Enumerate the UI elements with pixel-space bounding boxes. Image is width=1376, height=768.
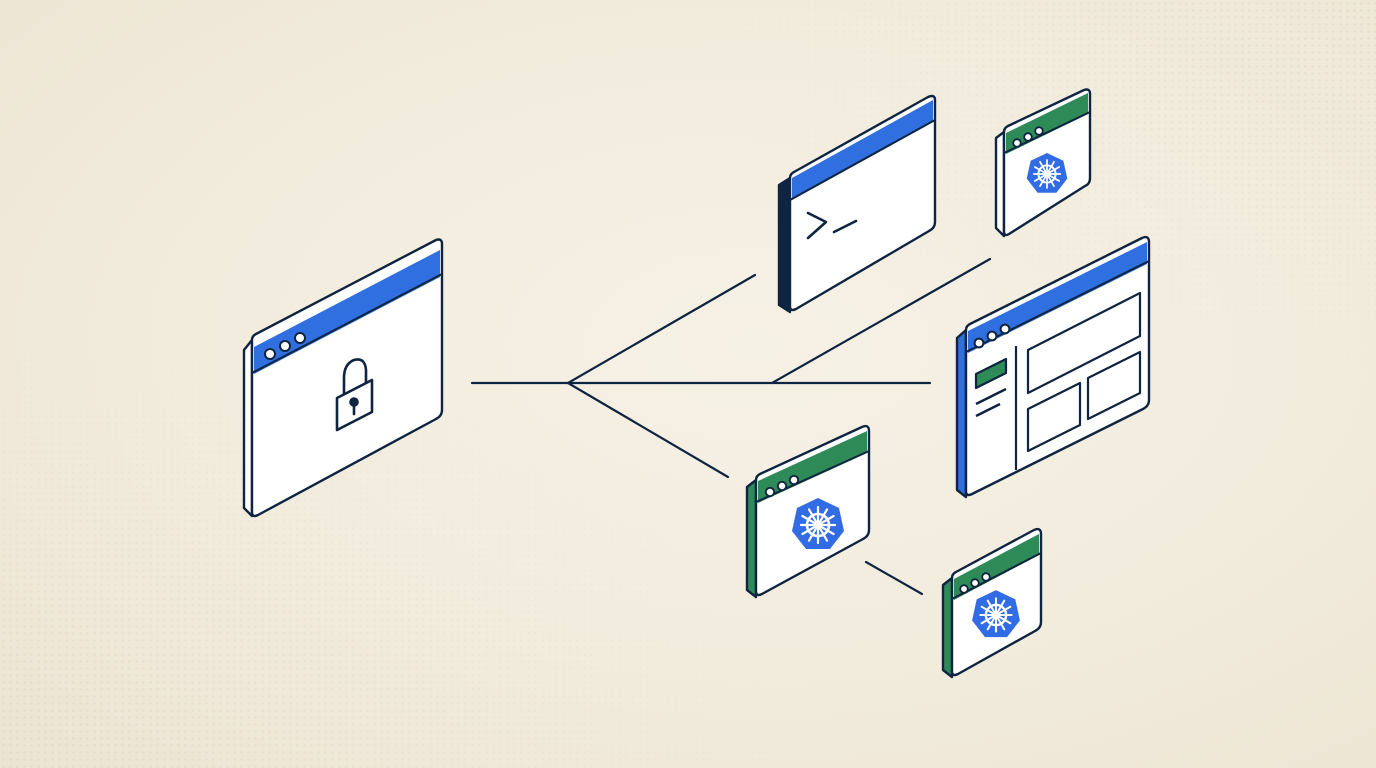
window-control-dots bbox=[959, 572, 991, 594]
secure-vault-window bbox=[242, 238, 444, 518]
kubernetes-pod-window-middle bbox=[745, 424, 871, 599]
padlock-icon bbox=[335, 358, 374, 432]
window-control-dots bbox=[264, 332, 306, 360]
window-control-dots bbox=[973, 323, 1011, 349]
window-control-dots bbox=[764, 474, 800, 498]
kubernetes-pod-window-top bbox=[994, 88, 1092, 238]
dashboard-window bbox=[955, 235, 1151, 499]
kubernetes-pod-window-bottom bbox=[941, 527, 1043, 679]
connector-to-top-pod bbox=[770, 257, 992, 385]
connector-lines bbox=[470, 257, 992, 596]
connector-pod-to-pod bbox=[864, 560, 924, 596]
window-control-dots bbox=[1012, 126, 1044, 148]
terminal-prompt-icon bbox=[806, 211, 858, 240]
dashboard-layout-icon bbox=[974, 291, 1142, 470]
terminal-window bbox=[777, 94, 937, 314]
connector-to-middle-pod bbox=[566, 381, 730, 479]
connector-to-terminal bbox=[566, 273, 757, 385]
